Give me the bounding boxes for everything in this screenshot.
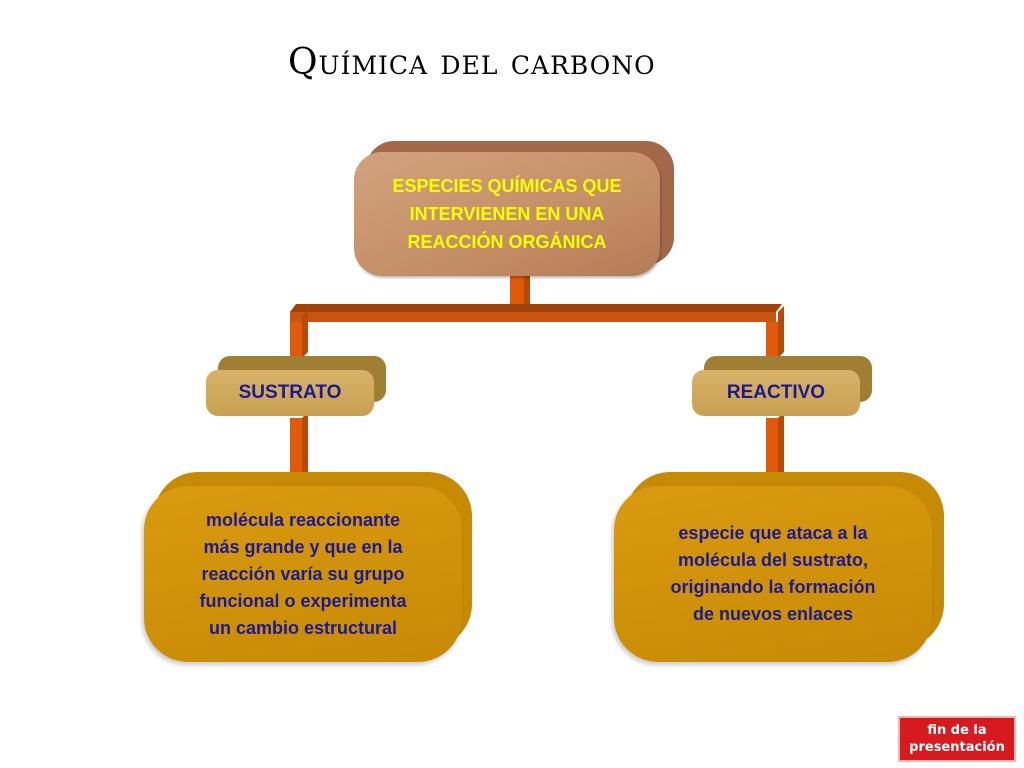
root-stem [510, 276, 524, 312]
sustrato-node: SUSTRATO [206, 370, 374, 416]
end-button-line2: presentación [909, 740, 1005, 755]
end-presentation-button[interactable]: fin de la presentación [898, 716, 1016, 762]
description-line: especie que ataca a la [678, 523, 868, 543]
page-title: Química del carbono [288, 42, 656, 83]
description-line: molécula reaccionante [205, 509, 401, 530]
right-drop [766, 322, 778, 356]
root-line: ESPECIES QUÍMICAS QUE [392, 176, 622, 196]
reactivo-node: REACTIVO [692, 370, 860, 416]
reactivo-description: especie que ataca a la molécula del sust… [614, 486, 932, 662]
description-line: originando la formación [670, 577, 876, 597]
horizontal-bar [290, 312, 776, 322]
right-lower-stem [766, 418, 778, 484]
description-line: un cambio estructural [208, 617, 398, 638]
sustrato-label: SUSTRATO [238, 382, 342, 403]
description-line: de nuevos enlaces [692, 604, 854, 624]
end-button-line1: fin de la [927, 723, 987, 738]
reactivo-label: REACTIVO [726, 382, 826, 403]
left-lower-stem [290, 418, 302, 484]
description-line: más grande y que en la [203, 536, 403, 557]
root-line: REACCIÓN ORGÁNICA [407, 232, 607, 252]
left-drop [290, 322, 302, 356]
root-node: ESPECIES QUÍMICAS QUE INTERVIENEN EN UNA… [354, 152, 660, 276]
root-line: INTERVIENEN EN UNA [409, 204, 605, 224]
description-line: funcional o experimenta [199, 590, 407, 611]
description-line: reacción varía su grupo [201, 563, 405, 584]
sustrato-description: molécula reaccionante más grande y que e… [144, 486, 462, 662]
description-line: molécula del sustrato, [677, 550, 869, 570]
